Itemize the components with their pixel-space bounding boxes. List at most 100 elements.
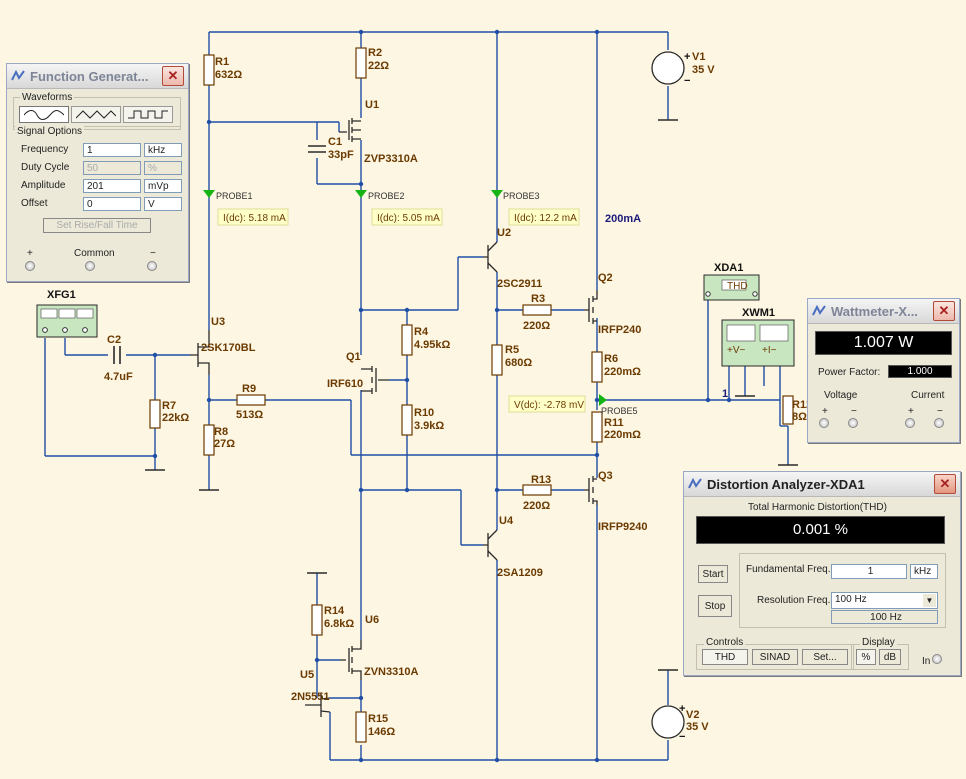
symbol-label: − xyxy=(684,75,690,87)
fundamental-freq-field[interactable]: 1 xyxy=(831,564,907,579)
multisim-logo-icon xyxy=(812,305,826,316)
components-r9-ref-label: R9 xyxy=(242,383,256,395)
voltage-sources xyxy=(651,51,685,739)
resistor-r8 xyxy=(203,424,215,456)
triangle-wave-button[interactable] xyxy=(71,106,121,123)
offset-field[interactable]: 0 xyxy=(83,197,141,211)
set-button[interactable]: Set... xyxy=(802,649,848,665)
thd-label: Total Harmonic Distortion(THD) xyxy=(748,502,887,513)
components-c1-value-label: 33pF xyxy=(328,149,354,161)
sinad-mode-button[interactable]: SINAD xyxy=(752,649,798,665)
common-terminal[interactable] xyxy=(85,261,95,271)
symbol-label: + xyxy=(679,703,685,715)
components-r2-value-label: 22Ω xyxy=(368,60,389,72)
components-xwm1-ref-label: XWM1 xyxy=(742,307,775,319)
frequency-unit[interactable]: kHz xyxy=(144,143,182,157)
transistors xyxy=(190,118,598,717)
amplitude-unit[interactable]: mVp xyxy=(144,179,182,193)
components-u5-value-label: 2N5551 xyxy=(291,691,330,703)
set-rise-fall-time-button[interactable]: Set Rise/Fall Time xyxy=(43,218,151,233)
resistor-r12 xyxy=(782,395,794,425)
probe1-arrow xyxy=(203,190,215,198)
components-r5-ref-label: R5 xyxy=(505,344,519,356)
minus-terminal[interactable] xyxy=(147,261,157,271)
components-r5-value-label: 680Ω xyxy=(505,357,532,369)
thd-reading: 0.001 % xyxy=(696,516,945,544)
current-minus-terminal[interactable] xyxy=(934,418,944,428)
components-wire1-label: 1 xyxy=(722,388,728,400)
grounds xyxy=(145,119,798,671)
transistor-u1 xyxy=(339,118,361,142)
resistor-r7 xyxy=(149,399,161,429)
fundamental-freq-unit[interactable]: kHz xyxy=(910,564,938,579)
wattmeter-titlebar[interactable]: Wattmeter-X... ✕ xyxy=(808,299,959,324)
components-r13-ref-label: R13 xyxy=(531,474,551,486)
plus-terminal[interactable] xyxy=(25,261,35,271)
power-reading: 1.007 W xyxy=(815,331,952,355)
multisim-logo-icon xyxy=(688,478,702,489)
capacitors xyxy=(113,145,326,364)
resistor-r3 xyxy=(522,304,552,316)
components-r3-ref-label: R3 xyxy=(531,293,545,305)
stop-button[interactable]: Stop xyxy=(698,595,732,617)
xfg1-symbol[interactable] xyxy=(36,304,98,338)
amplitude-field[interactable]: 201 xyxy=(83,179,141,193)
probe2-reading: I(dc): 5.05 mA xyxy=(377,213,440,224)
chevron-down-icon[interactable]: ▼ xyxy=(923,594,936,607)
frequency-field[interactable]: 1 xyxy=(83,143,141,157)
components-v1-ref-label: V1 xyxy=(692,51,705,63)
wattmeter-window[interactable]: Wattmeter-X... ✕ 1.007 W Power Factor: 1… xyxy=(807,298,960,443)
display-percent-button[interactable]: % xyxy=(856,649,876,665)
components-u4-ref-label: U4 xyxy=(499,515,514,527)
components-q1-ref-label: Q1 xyxy=(346,351,361,363)
voltage-plus-terminal[interactable] xyxy=(819,418,829,428)
transistor-q1 xyxy=(361,366,389,394)
display-db-button[interactable]: dB xyxy=(879,649,901,665)
signal-options-group: Signal Options Frequency 1 kHz Duty Cycl… xyxy=(13,126,182,245)
resolution-freq-select[interactable]: 100 Hz ▼ xyxy=(831,592,938,609)
duty-cycle-field[interactable]: 50 xyxy=(83,161,141,175)
resistor-r11 xyxy=(591,411,603,443)
components-v1-value-label: 35 V xyxy=(692,64,715,76)
current-label: Current xyxy=(911,390,945,401)
function-generator-titlebar[interactable]: Function Generat... ✕ xyxy=(7,64,188,89)
current-plus-terminal[interactable] xyxy=(905,418,915,428)
sine-wave-button[interactable] xyxy=(19,106,69,123)
resistor-r6 xyxy=(591,351,603,383)
thd-mode-button[interactable]: THD xyxy=(702,649,748,665)
transistor-u5 xyxy=(305,693,331,717)
close-icon[interactable]: ✕ xyxy=(934,474,956,494)
components-v2-ref-label: V2 xyxy=(686,709,699,721)
voltage-minus-terminal[interactable] xyxy=(848,418,858,428)
resistor-r15 xyxy=(355,711,367,743)
start-button[interactable]: Start xyxy=(698,565,728,583)
offset-unit[interactable]: V xyxy=(144,197,182,211)
components-u3-value-label: 2SK170BL xyxy=(201,342,256,354)
components-c2-ref-label: C2 xyxy=(107,334,121,346)
components-r6-value-label: 220mΩ xyxy=(604,366,641,378)
distortion-analyzer-titlebar[interactable]: Distortion Analyzer-XDA1 ✕ xyxy=(684,472,960,497)
resistor-r4 xyxy=(401,324,413,356)
duty-cycle-unit[interactable]: % xyxy=(144,161,182,175)
function-generator-window[interactable]: Function Generat... ✕ Waveforms Signal O… xyxy=(6,63,189,282)
settings-panel xyxy=(739,553,946,628)
probe1-reading: I(dc): 5.18 mA xyxy=(223,213,286,224)
input-terminal[interactable] xyxy=(932,654,942,664)
components-xwm1-pin-v-label: +V− xyxy=(727,345,746,356)
xwm1-symbol[interactable] xyxy=(721,319,795,367)
components-u2-value-label: 2SC2911 xyxy=(497,278,542,290)
square-wave-icon xyxy=(128,110,168,119)
voltage-label: Voltage xyxy=(824,390,858,401)
probe5-reading: V(dc): -2.78 mV xyxy=(514,400,584,411)
close-icon[interactable]: ✕ xyxy=(933,301,955,321)
close-icon[interactable]: ✕ xyxy=(162,66,184,86)
voltage-source-v1 xyxy=(651,51,685,85)
square-wave-button[interactable] xyxy=(123,106,173,123)
components-r13-value-label: 220Ω xyxy=(523,500,550,512)
triangle-wave-icon xyxy=(76,110,116,119)
components-c2-value-label: 4.7uF xyxy=(104,371,133,383)
distortion-analyzer-window[interactable]: Distortion Analyzer-XDA1 ✕ Total Harmoni… xyxy=(683,471,961,676)
resistor-r2 xyxy=(355,47,367,79)
xda1-symbol[interactable] xyxy=(703,274,760,301)
